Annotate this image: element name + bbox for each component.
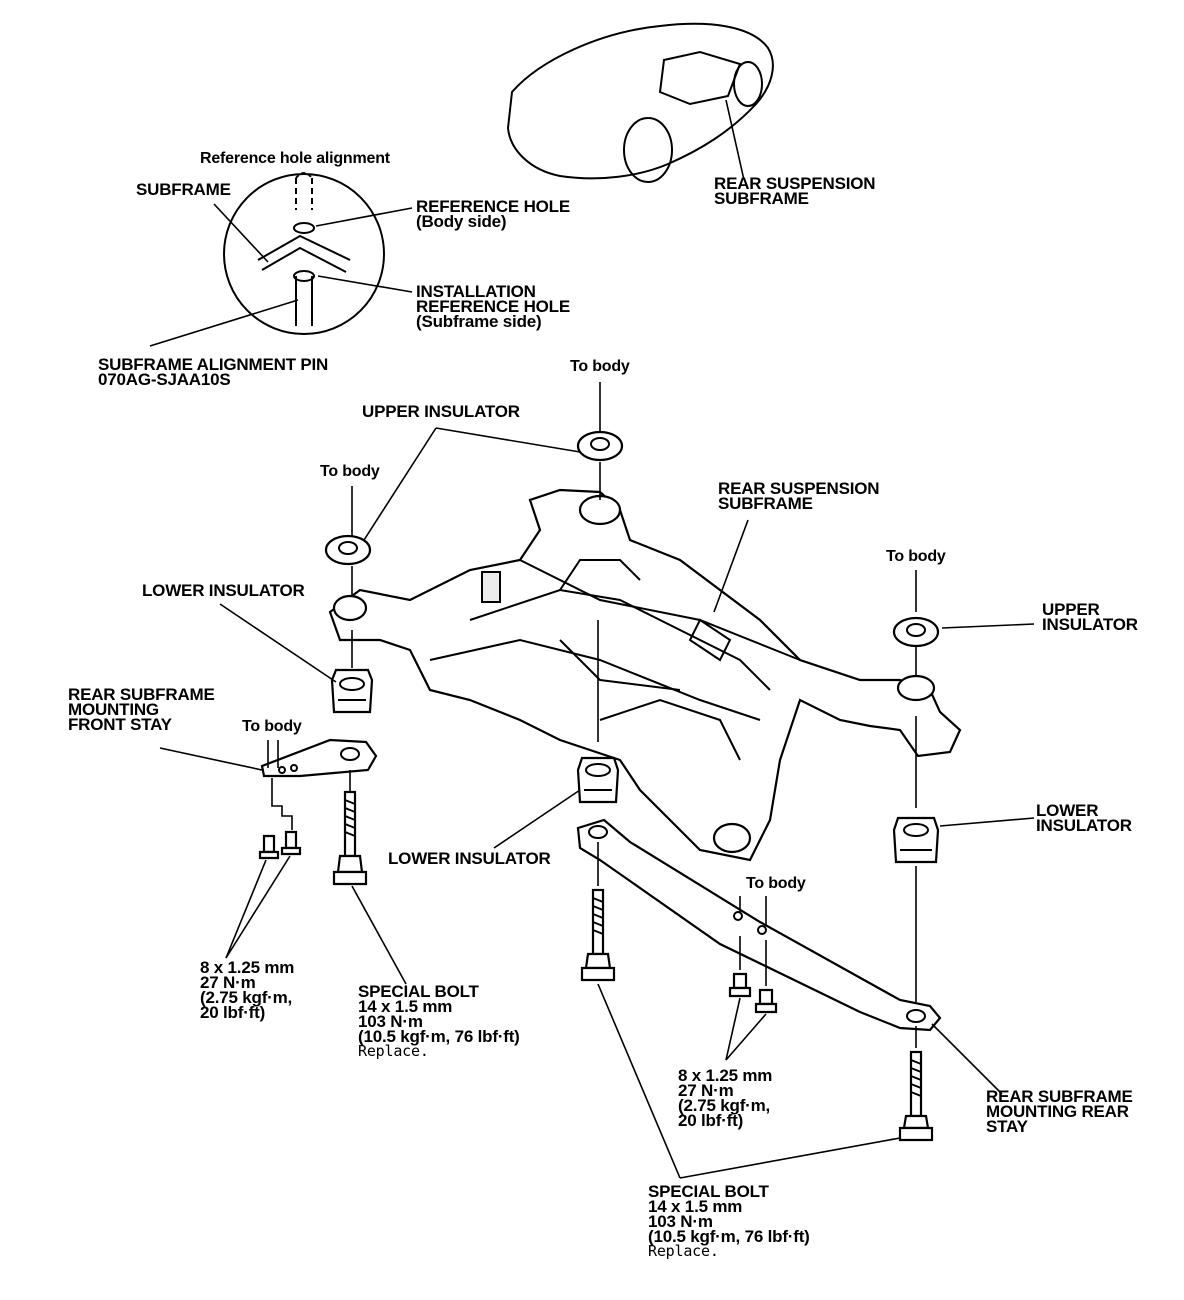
- small-bolt-right-line-4: 20 lbf·ft): [678, 1111, 744, 1130]
- special-bolt-left-line-3: 103 N·m: [358, 1012, 423, 1031]
- upper-insulator-right-label: UPPER INSULATOR: [1042, 600, 1138, 634]
- special-bolt-left-line-4: (10.5 kgf·m, 76 lbf·ft): [358, 1027, 520, 1046]
- rear-stay-line-1: REAR SUBFRAME: [986, 1087, 1133, 1106]
- special-bolt-bottom-line-1: SPECIAL BOLT: [648, 1182, 769, 1201]
- install-ref-line-2: REFERENCE HOLE: [416, 297, 570, 316]
- to-body-rear-stay-label: To body: [746, 875, 806, 892]
- lower-insulator-right-line-1: LOWER: [1036, 801, 1099, 820]
- reference-hole-detail: [149, 172, 413, 347]
- installation-reference-hole-label: INSTALLATION REFERENCE HOLE (Subframe si…: [416, 282, 570, 331]
- special-bolt-left-line-1: SPECIAL BOLT: [358, 982, 479, 1001]
- special-bolt-right: [898, 1050, 934, 1142]
- main-subframe-label: REAR SUSPENSION SUBFRAME: [718, 479, 880, 513]
- rear-stay-line-3: STAY: [986, 1117, 1028, 1136]
- special-bolt-bottom-line-2: 14 x 1.5 mm: [648, 1197, 743, 1216]
- small-bolts-rear: [728, 972, 778, 1014]
- alignment-pin-line-1: SUBFRAME ALIGNMENT PIN: [98, 355, 329, 374]
- special-bolt-left: [332, 790, 368, 886]
- to-body-front-stay-label: To body: [242, 718, 302, 735]
- front-stay-label: REAR SUBFRAME MOUNTING FRONT STAY: [68, 685, 215, 734]
- reference-hole-label: REFERENCE HOLE (Body side): [416, 197, 570, 231]
- front-stay: [260, 738, 378, 778]
- rear-stay-label: REAR SUBFRAME MOUNTING REAR STAY: [986, 1087, 1133, 1136]
- small-bolt-left-line-1: 8 x 1.25 mm: [200, 958, 295, 977]
- special-bolt-left-line-2: 14 x 1.5 mm: [358, 997, 453, 1016]
- upper-insulator-right-line-1: UPPER: [1042, 600, 1100, 619]
- upper-insulator-right-line-2: INSULATOR: [1042, 615, 1138, 634]
- front-stay-line-1: REAR SUBFRAME: [68, 685, 215, 704]
- small-bolt-left-line-4: 20 lbf·ft): [200, 1003, 266, 1022]
- small-bolt-right-line-2: 27 N·m: [678, 1081, 734, 1100]
- upper-insulator-left: [324, 534, 372, 566]
- main-subframe-line-1: REAR SUSPENSION: [718, 479, 880, 498]
- lower-insulator-right-line-2: INSULATOR: [1036, 816, 1132, 835]
- reference-hole-line-2: (Body side): [416, 212, 507, 231]
- lower-insulator-center: [576, 756, 620, 804]
- install-ref-line-3: (Subframe side): [416, 312, 542, 331]
- upper-insulator-top: [576, 430, 624, 462]
- special-bolt-bottom-line-4: (10.5 kgf·m, 76 lbf·ft): [648, 1227, 810, 1246]
- lower-insulator-left: [330, 668, 374, 714]
- main-subframe-line-2: SUBFRAME: [718, 494, 813, 513]
- to-body-right-label: To body: [886, 548, 946, 565]
- reference-hole-line-1: REFERENCE HOLE: [416, 197, 570, 216]
- lower-insulator-right-label: LOWER INSULATOR: [1036, 801, 1132, 835]
- ref-hole-alignment-title: Reference hole alignment: [200, 150, 390, 167]
- car-subframe-line-1: REAR SUSPENSION: [714, 174, 876, 193]
- alignment-pin-line-2: 070AG-SJAA10S: [98, 370, 231, 389]
- car-silhouette: [506, 22, 774, 183]
- special-bolt-bottom-spec: SPECIAL BOLT 14 x 1.5 mm 103 N·m (10.5 k…: [648, 1182, 810, 1260]
- special-bolt-center: [580, 888, 616, 982]
- rear-stay: [576, 818, 942, 1032]
- alignment-pin-label: SUBFRAME ALIGNMENT PIN 070AG-SJAA10S: [98, 355, 329, 389]
- lower-insulator-right: [892, 816, 940, 864]
- install-ref-line-1: INSTALLATION: [416, 282, 536, 301]
- rear-suspension-subframe: [328, 488, 962, 862]
- small-bolt-right-line-3: (2.75 kgf·m,: [678, 1096, 771, 1115]
- upper-insulator-right: [892, 616, 940, 648]
- to-body-top-label: To body: [570, 358, 630, 375]
- car-subframe-label: REAR SUSPENSION SUBFRAME: [714, 174, 876, 208]
- small-bolt-right-line-1: 8 x 1.25 mm: [678, 1066, 773, 1085]
- small-bolts-front: [258, 830, 302, 860]
- special-bolt-bottom-line-3: 103 N·m: [648, 1212, 713, 1231]
- car-subframe-line-2: SUBFRAME: [714, 189, 809, 208]
- subframe-label: SUBFRAME: [136, 180, 231, 199]
- front-stay-line-3: FRONT STAY: [68, 715, 172, 734]
- front-stay-line-2: MOUNTING: [68, 700, 159, 719]
- upper-insulator-left-label: UPPER INSULATOR: [362, 402, 520, 421]
- replace-left-note: Replace.: [358, 1042, 429, 1060]
- to-body-left-label: To body: [320, 463, 380, 480]
- small-bolt-right-spec: 8 x 1.25 mm 27 N·m (2.75 kgf·m, 20 lbf·f…: [678, 1066, 773, 1130]
- lower-insulator-left-label: LOWER INSULATOR: [142, 581, 305, 600]
- replace-bottom-note: Replace.: [648, 1242, 719, 1260]
- special-bolt-left-spec: SPECIAL BOLT 14 x 1.5 mm 103 N·m (10.5 k…: [358, 982, 520, 1060]
- small-bolt-left-spec: 8 x 1.25 mm 27 N·m (2.75 kgf·m, 20 lbf·f…: [200, 958, 295, 1022]
- small-bolt-left-line-2: 27 N·m: [200, 973, 256, 992]
- rear-stay-line-2: MOUNTING REAR: [986, 1102, 1129, 1121]
- small-bolt-left-line-3: (2.75 kgf·m,: [200, 988, 293, 1007]
- lower-insulator-center-label: LOWER INSULATOR: [388, 849, 551, 868]
